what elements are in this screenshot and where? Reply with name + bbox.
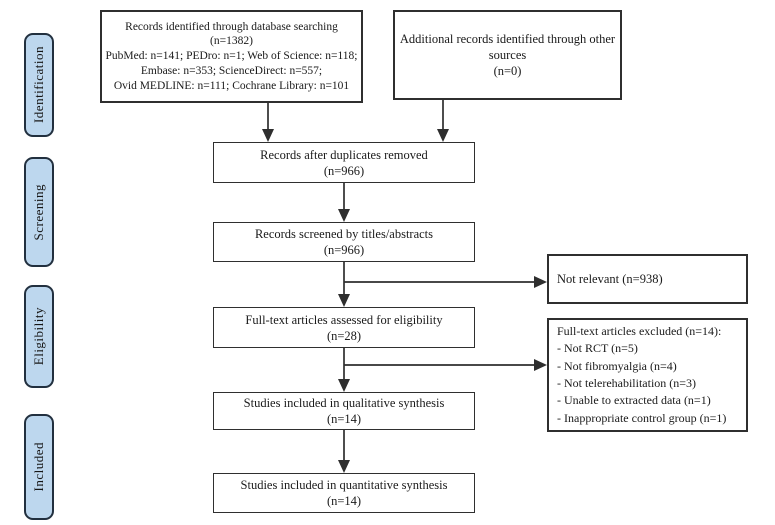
text-line: - Not telerehabilitation (n=3) [557, 376, 697, 390]
stage-included: Included [24, 414, 54, 520]
text-line: Records screened by titles/abstracts [254, 227, 434, 241]
text-line: Full-text articles excluded (n=14): [557, 323, 722, 338]
text-line: (n=966) [323, 163, 365, 178]
box-not-relevant: Not relevant (n=938) [547, 254, 748, 304]
text-line: (n=966) [323, 243, 365, 257]
text-line: (n=1382) [210, 35, 253, 48]
box-qualitative-synthesis: Studies included in qualitative synthesi… [213, 392, 475, 430]
box-additional-records: Additional records identified through ot… [393, 10, 622, 100]
text-line: Full-text articles assessed for eligibil… [245, 312, 443, 327]
text-line: (n=28) [326, 328, 362, 343]
box-records-screened: Records screened by titles/abstracts (n=… [213, 222, 475, 262]
text-line: - Unable to extracted data (n=1) [557, 393, 711, 408]
text-line: (n=0) [493, 64, 522, 78]
text-line: - Not RCT (n=5) [557, 341, 638, 356]
text-line: Records after duplicates removed [260, 147, 428, 162]
text-line: Studies included in quantitative synthes… [240, 478, 448, 492]
stage-eligibility-label: Eligibility [31, 307, 46, 366]
text-line: Embase: n=353; ScienceDirect: n=557; [140, 64, 323, 77]
text-line: - Not fibromyalgia (n=4) [557, 358, 677, 373]
stage-screening-label: Screening [31, 183, 46, 241]
text-line: (n=14) [326, 412, 362, 426]
text-line: sources [488, 48, 527, 62]
text-line: - Inappropriate control group (n=1) [557, 410, 727, 425]
box-duplicates-removed: Records after duplicates removed (n=966) [213, 142, 475, 183]
text-line: Additional records identified through ot… [399, 32, 616, 46]
stage-identification-label: Identification [31, 46, 46, 124]
box-fulltext-excluded: Full-text articles excluded (n=14): - No… [547, 318, 748, 432]
stage-identification: Identification [24, 33, 54, 137]
box-records-identified: Records identified through database sear… [100, 10, 363, 103]
text-line: Studies included in qualitative synthesi… [243, 396, 445, 410]
stage-screening: Screening [24, 157, 54, 267]
box-quantitative-synthesis: Studies included in quantitative synthes… [213, 473, 475, 513]
text-line: Not relevant (n=938) [557, 272, 663, 286]
text-line: Records identified through database sear… [125, 20, 338, 33]
text-line: PubMed: n=141; PEDro: n=1; Web of Scienc… [105, 50, 358, 63]
box-fulltext-assessed: Full-text articles assessed for eligibil… [213, 307, 475, 348]
text-line: Ovid MEDLINE: n=111; Cochrane Library: n… [113, 79, 350, 92]
stage-included-label: Included [31, 442, 46, 492]
stage-eligibility: Eligibility [24, 285, 54, 388]
text-line: (n=14) [326, 494, 362, 508]
